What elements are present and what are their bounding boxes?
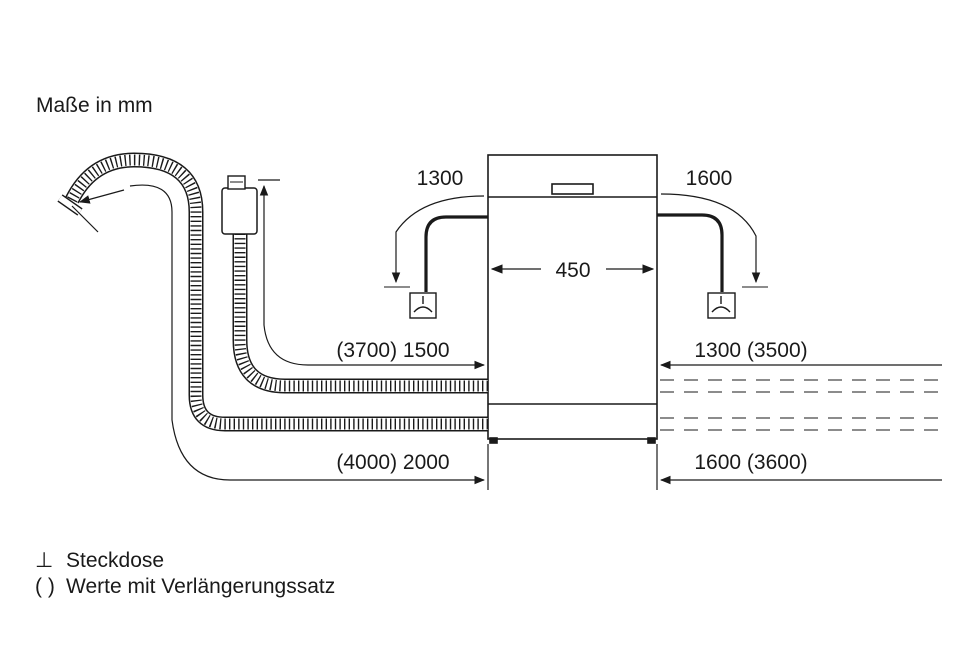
legend-extension-symbol: ( ) <box>35 575 55 598</box>
dishwasher <box>487 154 658 444</box>
legend-outlet-label: Steckdose <box>66 549 164 572</box>
legend: ⊥ Steckdose ( ) Werte mit Verlängerungss… <box>35 549 335 598</box>
right-power-cord: 1600 <box>657 167 768 319</box>
legend-extension-label: Werte mit Verlängerungssatz <box>66 575 335 598</box>
left-outlet-dimension: 1300 <box>417 167 464 190</box>
legend-outlet-symbol: ⊥ <box>35 549 53 572</box>
supply-left-dimension: (4000) 2000 <box>336 451 449 474</box>
drain-right-dimension: 1300 (3500) <box>694 339 807 362</box>
drain-left-dimension: (3700) 1500 <box>336 339 449 362</box>
drain-hose <box>221 175 488 394</box>
hose-continuation <box>660 379 942 431</box>
left-power-cord: 1300 <box>384 167 488 319</box>
supply-reach-dimension <box>71 184 486 485</box>
control-display <box>551 183 594 195</box>
socket-icon <box>707 292 736 319</box>
title: Maße in mm <box>36 94 153 117</box>
right-dimensions <box>487 360 942 490</box>
supply-right-dimension: 1600 (3600) <box>694 451 807 474</box>
width-label: 450 <box>555 259 590 282</box>
right-outlet-dimension: 1600 <box>686 167 733 190</box>
drain-reach-dimension <box>258 179 486 370</box>
width-dimension: 450 <box>490 259 655 282</box>
supply-hose <box>57 152 488 432</box>
siphon-connector <box>221 187 258 235</box>
dishwasher-body <box>487 154 658 440</box>
